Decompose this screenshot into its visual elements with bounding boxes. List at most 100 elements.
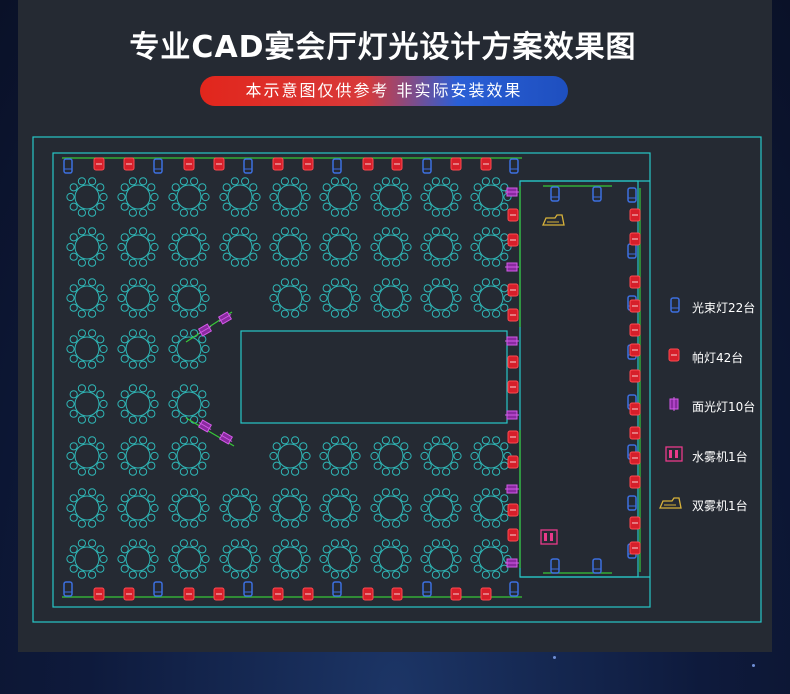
chair	[96, 513, 105, 522]
chair	[423, 494, 432, 503]
chair	[139, 415, 148, 424]
chair	[392, 570, 401, 579]
chair	[198, 202, 207, 211]
chair	[352, 242, 361, 252]
beam-body	[243, 158, 253, 174]
chair	[190, 436, 199, 445]
chair	[128, 227, 137, 236]
chair	[450, 303, 459, 312]
round-table	[370, 227, 412, 267]
chair	[230, 227, 239, 236]
chair	[77, 539, 87, 548]
chair	[147, 335, 156, 344]
subtitle-badge: 本示意图仅供参考 非实际安装效果	[200, 76, 568, 106]
face-light	[197, 419, 213, 433]
chair	[470, 242, 479, 252]
chair	[77, 258, 87, 267]
chair	[492, 467, 501, 476]
chair	[198, 183, 207, 192]
round-table	[470, 278, 512, 318]
face-light	[505, 262, 519, 272]
chair	[322, 202, 331, 211]
chair	[291, 519, 300, 528]
par-light	[629, 299, 641, 313]
chair	[272, 494, 281, 503]
chair	[96, 390, 105, 399]
round-table	[117, 436, 159, 476]
chair	[171, 564, 180, 573]
chair	[120, 202, 129, 211]
chair	[453, 451, 462, 461]
par-light	[362, 157, 374, 171]
chair	[453, 503, 462, 513]
chair	[302, 192, 311, 202]
legend-label-face: 面光灯10台	[692, 400, 756, 414]
chair	[171, 183, 180, 192]
chair	[77, 208, 87, 217]
chair	[291, 177, 300, 186]
chair	[179, 177, 188, 186]
chair	[400, 564, 409, 573]
chair	[88, 227, 97, 236]
table-top	[478, 285, 504, 311]
chair	[373, 442, 382, 451]
par-light	[629, 343, 641, 357]
chair	[503, 293, 512, 303]
chair	[450, 442, 459, 451]
table-top	[378, 285, 404, 311]
chair	[330, 467, 339, 476]
table-top	[428, 495, 454, 521]
chair	[319, 242, 328, 252]
chair	[450, 202, 459, 211]
chair	[230, 177, 239, 186]
chair	[280, 227, 289, 236]
table-top	[478, 184, 504, 210]
chair	[481, 570, 490, 579]
chair	[442, 539, 451, 548]
chair	[341, 258, 350, 267]
double-body	[542, 214, 565, 226]
par-light	[629, 275, 641, 289]
par-light	[668, 348, 680, 362]
chair	[473, 461, 482, 470]
chair	[147, 513, 156, 522]
chair	[299, 183, 308, 192]
chair	[373, 233, 382, 242]
chair	[190, 570, 199, 579]
par-light	[507, 528, 519, 542]
chair	[77, 329, 87, 338]
chair	[147, 183, 156, 192]
chair	[69, 354, 78, 363]
par-light	[272, 157, 284, 171]
table-top	[74, 443, 100, 469]
chair	[171, 461, 180, 470]
chair	[381, 208, 390, 217]
table-top	[125, 546, 151, 572]
par-light	[272, 587, 284, 601]
chair	[179, 384, 188, 393]
chair	[128, 384, 137, 393]
chair	[453, 554, 462, 564]
face-bracket	[198, 422, 212, 430]
chair	[392, 258, 401, 267]
chair	[201, 344, 210, 354]
chair	[431, 467, 440, 476]
table-top	[176, 336, 202, 362]
round-table	[370, 278, 412, 318]
beam-body	[153, 158, 163, 174]
table-top	[327, 443, 353, 469]
chair	[69, 513, 78, 522]
chair	[442, 227, 451, 236]
chair	[66, 293, 75, 303]
table-top	[125, 391, 151, 417]
round-table	[66, 436, 108, 476]
chair	[352, 554, 361, 564]
chair	[139, 309, 148, 318]
chair	[88, 415, 97, 424]
chair	[120, 442, 129, 451]
chair	[198, 494, 207, 503]
chair	[373, 461, 382, 470]
chair	[272, 252, 281, 261]
chair	[280, 278, 289, 287]
chair	[431, 177, 440, 186]
